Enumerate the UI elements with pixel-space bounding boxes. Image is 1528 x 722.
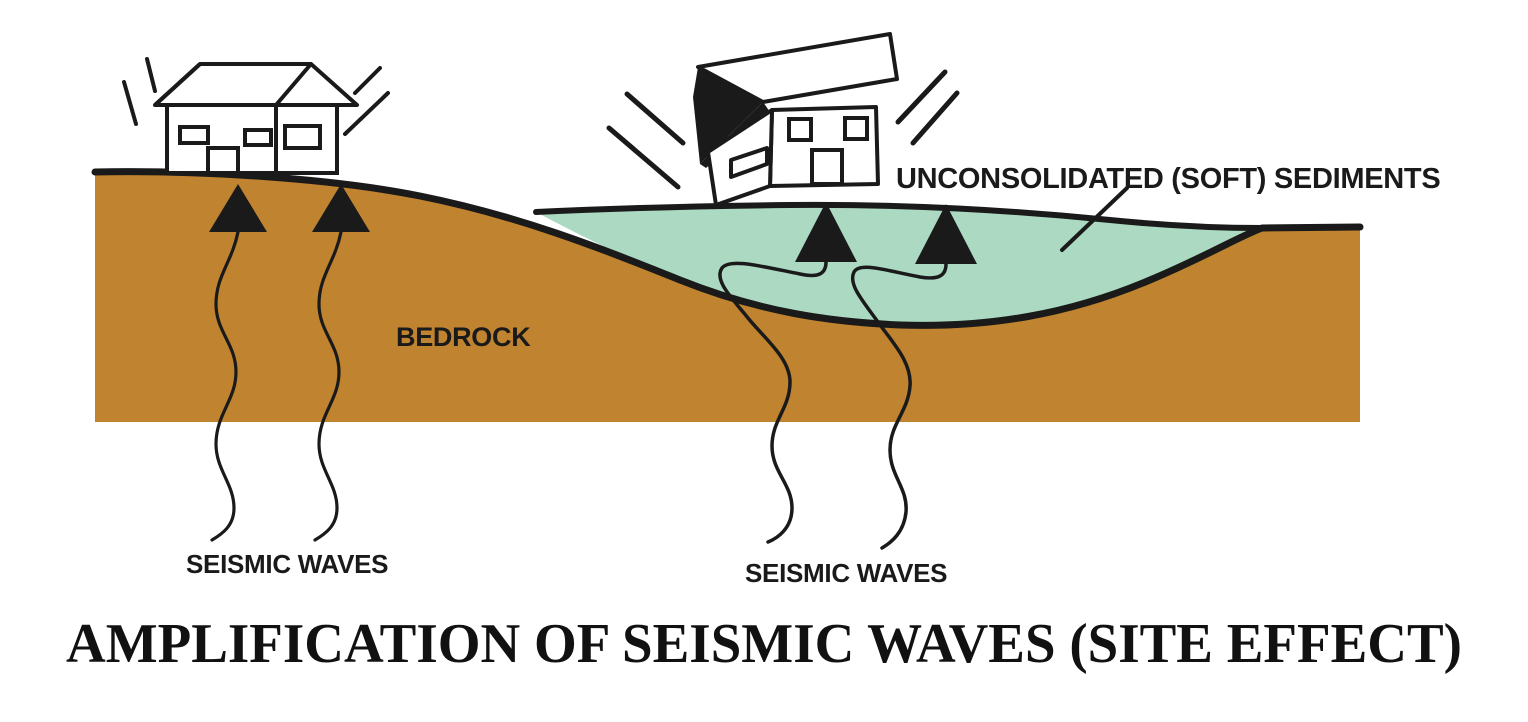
shake-line-icon (343, 91, 390, 136)
house-right-window-2 (843, 116, 869, 141)
wave-line-sediment-1 (718, 260, 828, 544)
bedrock-surface-line (91, 168, 1364, 329)
sediments-label: UNCONSOLIDATED (SOFT) SEDIMENTS (896, 163, 1440, 195)
sediment-surface-line (533, 201, 1265, 231)
shake-line-icon (122, 80, 138, 126)
house-left-roof-wing (274, 62, 359, 107)
wave-line-bedrock-2 (313, 230, 343, 542)
house-on-bedrock (122, 57, 390, 175)
seismic-waves-right-label: SEISMIC WAVES (745, 558, 947, 588)
shake-line-icon (624, 91, 686, 146)
wave-line-sediment-2 (850, 262, 948, 550)
house-left-roof-ridge (153, 62, 202, 107)
sediment-label-leader-line (1060, 186, 1129, 252)
seismic-waves-left-label: SEISMIC WAVES (186, 549, 388, 579)
shake-line-icon (910, 90, 960, 146)
figure-title: AMPLIFICATION OF SEISMIC WAVES (SITE EFF… (66, 613, 1462, 675)
bedrock-layer (95, 171, 1360, 422)
shake-line-icon (895, 69, 948, 125)
geology-group (91, 168, 1364, 422)
wave-arrowhead-bedrock-1 (209, 184, 267, 232)
wave-arrowhead-bedrock-2 (312, 184, 370, 232)
wave-arrowhead-sediment-2 (915, 204, 977, 264)
house-left-shake-lines (122, 57, 390, 136)
wave-arrowhead-sediment-1 (795, 202, 857, 262)
house-left-door (206, 146, 240, 175)
house-right-shake-lines (606, 69, 960, 190)
shake-line-icon (606, 125, 681, 190)
house-right-window-side (729, 146, 769, 179)
seismic-waves-bedrock-group (209, 184, 370, 542)
bedrock-label: BEDROCK (396, 322, 531, 352)
house-on-sediments (606, 32, 960, 207)
house-right-door (810, 148, 844, 186)
house-left-window-2 (243, 128, 273, 147)
house-right-window-1 (787, 117, 813, 142)
wave-line-bedrock-1 (210, 230, 240, 542)
house-left-window-1 (178, 125, 210, 145)
seismic-waves-sediment-group (718, 202, 977, 550)
shake-line-icon (353, 66, 382, 95)
house-right-roof-underside (693, 67, 763, 164)
shake-line-icon (145, 57, 157, 93)
house-left-window-3 (283, 124, 322, 150)
